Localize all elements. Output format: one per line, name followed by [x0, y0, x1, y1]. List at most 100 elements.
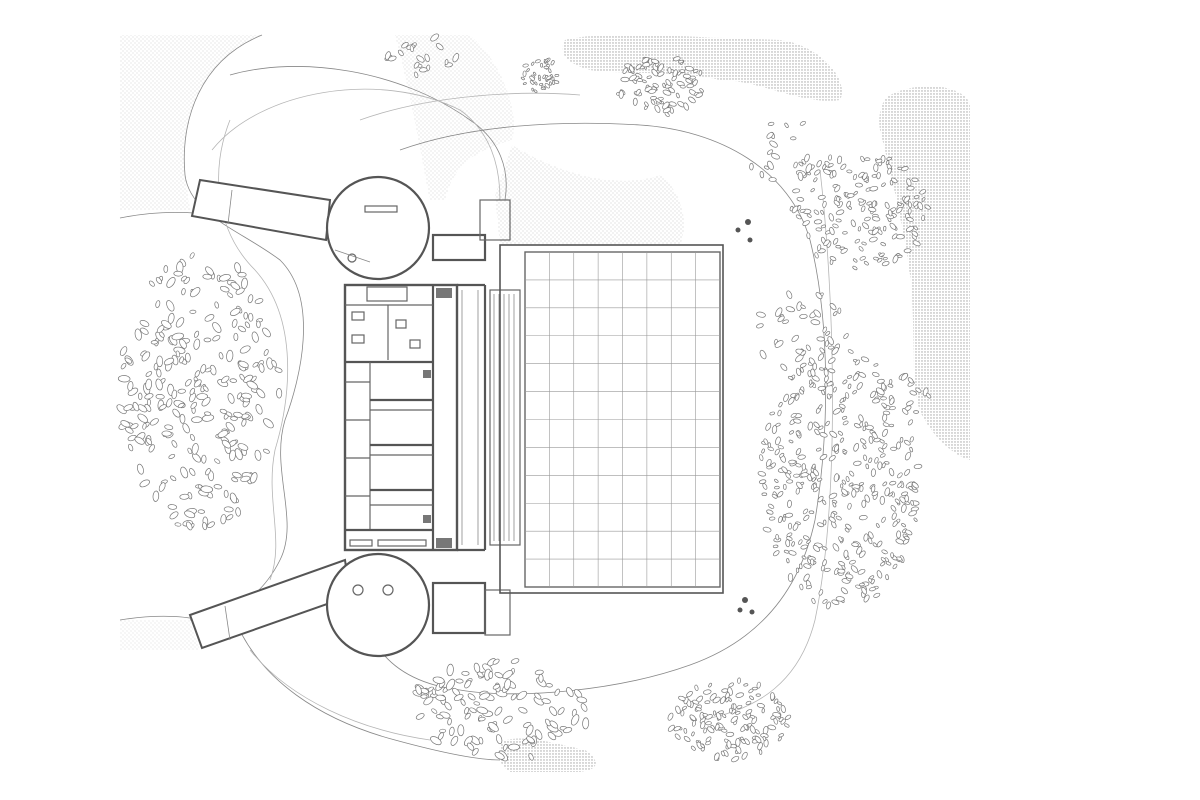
- tree-leaf: [889, 406, 896, 411]
- tree-leaf: [205, 266, 214, 276]
- tree-leaf: [159, 404, 167, 410]
- tree-leaf: [466, 742, 475, 751]
- tree-leaf: [233, 332, 239, 342]
- tree-leaf: [795, 214, 802, 220]
- tree-leaf: [478, 736, 484, 745]
- tree-leaf: [172, 408, 181, 418]
- tree-leaf: [768, 177, 777, 182]
- tree-leaf: [463, 736, 473, 747]
- tree-leaf: [767, 121, 775, 126]
- tree-leaf: [778, 733, 784, 738]
- tree-leaf: [123, 404, 134, 411]
- tree-leaf: [688, 96, 696, 104]
- tree-leaf: [479, 692, 490, 700]
- tree-leaf: [858, 372, 867, 378]
- tree-leaf: [177, 402, 185, 409]
- tree-leaf: [525, 724, 534, 736]
- tree-leaf: [860, 155, 865, 163]
- changing-rooms-block: [343, 283, 459, 552]
- tree-leaf: [124, 357, 133, 364]
- tree-leaf: [871, 216, 881, 222]
- tree-leaf: [758, 479, 767, 484]
- tree-leaf: [793, 418, 802, 424]
- tree-leaf: [912, 200, 919, 207]
- tree-leaf: [925, 392, 932, 399]
- tree-leaf: [861, 241, 867, 246]
- tree-leaf: [817, 353, 824, 361]
- tree-leaf: [530, 61, 535, 66]
- tree-leaf: [229, 307, 241, 317]
- tree-leaf: [635, 88, 641, 96]
- tree-leaf: [488, 671, 494, 679]
- tree-leaf: [763, 165, 770, 170]
- tree-leaf: [435, 694, 446, 701]
- tree-leaf: [871, 174, 878, 178]
- tree-leaf: [238, 360, 249, 368]
- tree-leaf: [777, 445, 784, 450]
- tree-leaf: [522, 82, 527, 85]
- tree-leaf: [705, 736, 712, 743]
- tree-leaf: [787, 499, 792, 508]
- tree-leaf: [892, 254, 899, 264]
- tree-leaf: [241, 277, 248, 290]
- tree-leaf: [256, 320, 261, 329]
- tree-leaf: [628, 74, 637, 82]
- tree-leaf: [522, 63, 529, 68]
- tree-leaf: [415, 685, 422, 695]
- tree-leaf: [797, 454, 806, 460]
- tree-leaf: [150, 340, 159, 345]
- tree-leaf: [865, 463, 869, 470]
- tree-leaf: [679, 69, 686, 73]
- tree-leaf: [840, 247, 848, 254]
- tree-leaf: [749, 695, 754, 701]
- tree-leaf: [838, 536, 843, 543]
- tree-leaf: [904, 529, 913, 536]
- tree-leaf: [554, 74, 560, 77]
- tree-leaf: [531, 87, 534, 92]
- tree-leaf: [695, 92, 704, 98]
- tree-leaf: [175, 350, 181, 358]
- tree-leaf: [397, 49, 404, 57]
- tree-leaf: [886, 156, 892, 161]
- tree-leaf: [871, 227, 879, 235]
- tree-leaf: [158, 482, 166, 492]
- tree-leaf: [880, 557, 886, 562]
- tree-leaf: [464, 679, 472, 689]
- tree-leaf: [145, 378, 152, 391]
- tree-leaf: [189, 433, 196, 441]
- tree-leaf: [900, 372, 908, 381]
- tree-leaf: [545, 718, 551, 727]
- tree-leaf: [845, 573, 854, 580]
- tree-leaf: [138, 392, 143, 401]
- tree-leaf: [852, 390, 857, 395]
- tree-leaf: [888, 209, 893, 217]
- tree-leaf: [864, 421, 869, 427]
- tree-leaf: [580, 703, 588, 712]
- tree-leaf: [864, 216, 871, 222]
- tree-leaf: [871, 431, 878, 440]
- tree-leaf: [843, 333, 849, 339]
- gravel-areas: [120, 35, 970, 772]
- tree-leaf: [859, 582, 865, 587]
- tree-leaf: [452, 53, 460, 63]
- tree-leaf: [435, 43, 444, 51]
- tree-leaf: [873, 163, 879, 173]
- tree-leaf: [790, 413, 797, 418]
- tree-leaf: [787, 375, 794, 380]
- tree-leaf: [632, 97, 638, 106]
- tree-leaf: [140, 327, 149, 335]
- tree-leaf: [737, 677, 741, 684]
- tree-leaf: [894, 498, 901, 504]
- tree-leaf: [795, 367, 802, 376]
- tree-leaf: [705, 721, 712, 726]
- tree-leaf: [891, 512, 897, 520]
- tree-leaf: [849, 559, 856, 565]
- tree-leaf: [903, 439, 911, 446]
- tree-leaf: [879, 495, 885, 505]
- tree-leaf: [820, 209, 825, 215]
- tree-leaf: [775, 534, 780, 541]
- tree-leaf: [759, 349, 767, 360]
- tree-leaf: [219, 285, 230, 293]
- tree-leaf: [871, 398, 881, 404]
- tree-leaf: [870, 390, 876, 398]
